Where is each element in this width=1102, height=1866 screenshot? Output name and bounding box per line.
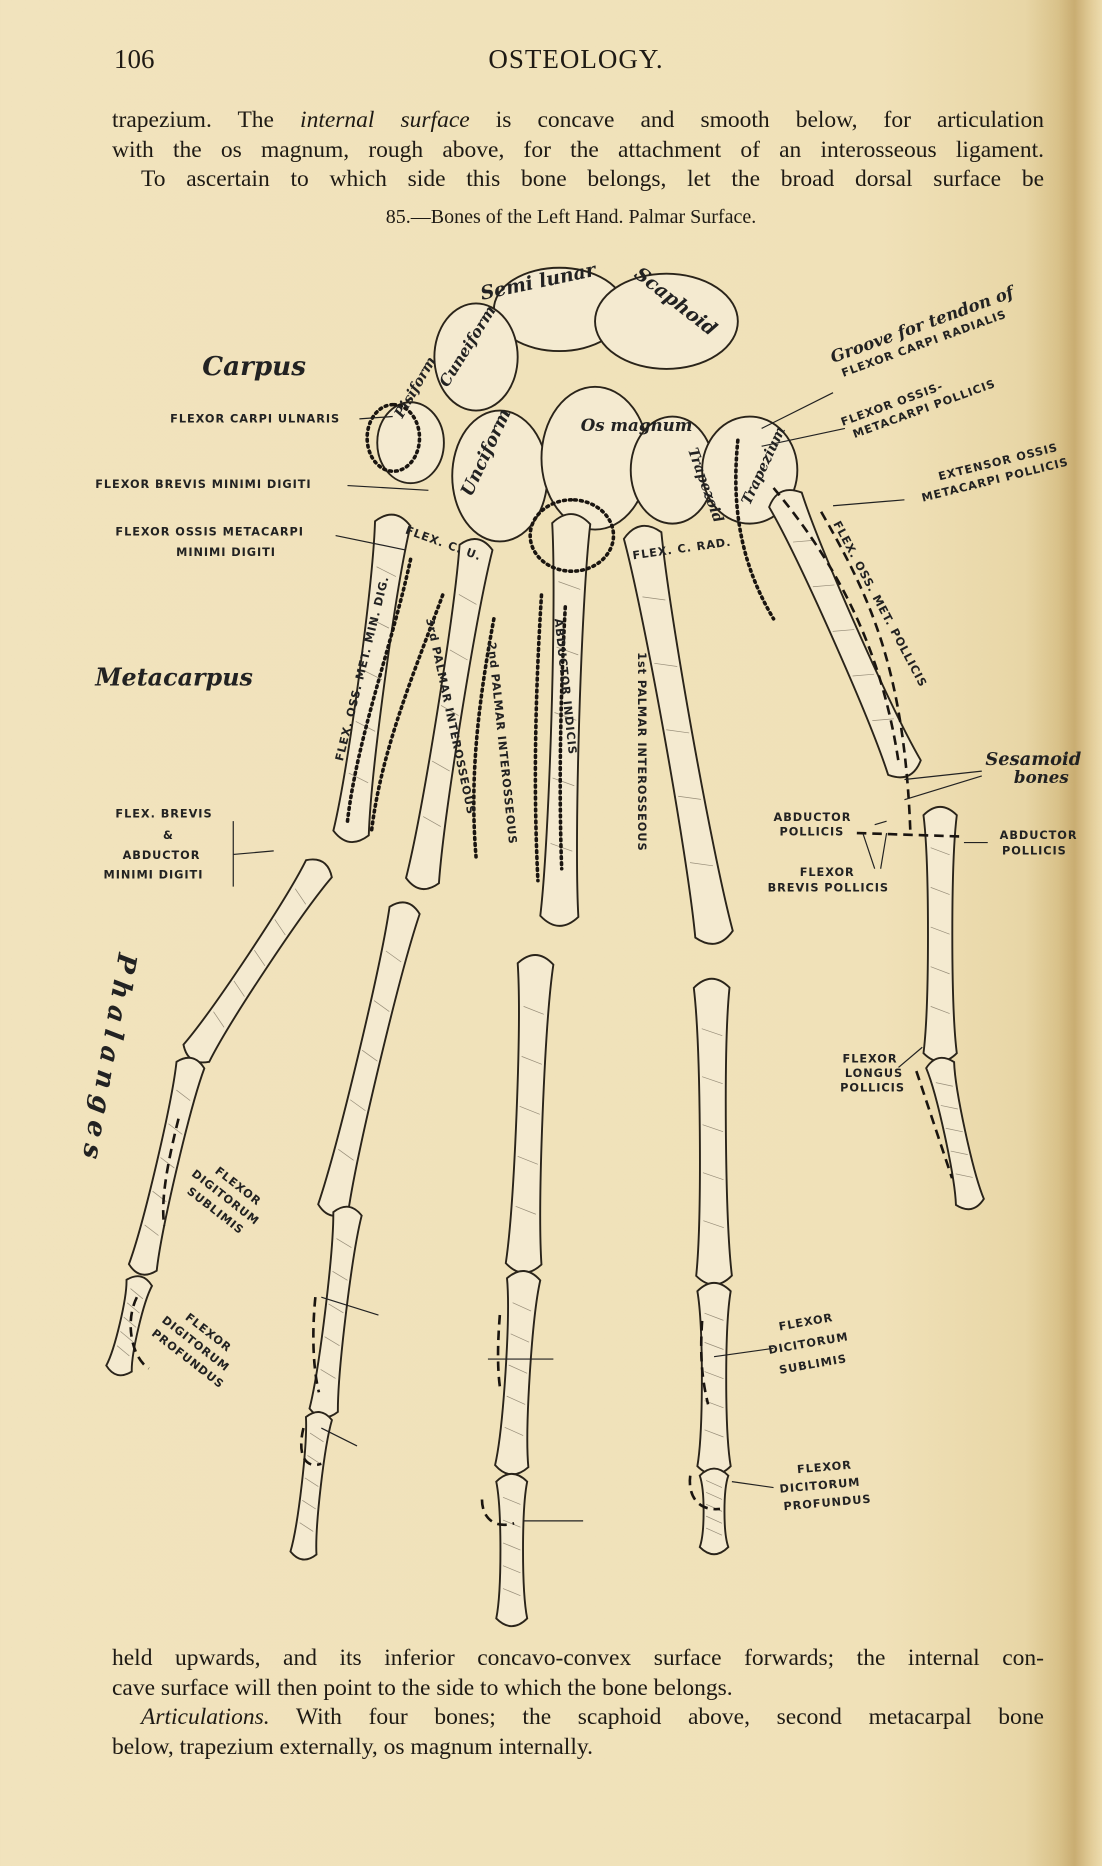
hand-bone: [404, 538, 494, 890]
label-flexor-brevis-pollicis: FLEXOR: [800, 866, 855, 879]
label-flexor-brevis-minimi-digiti: FLEXOR BREVIS MINIMI DIGITI: [95, 478, 311, 491]
label-abductor-pollicis: ABDUCTOR: [774, 811, 852, 824]
muscle-attachment-markings: [129, 402, 964, 1526]
label-line: DICITORUM: [779, 1476, 861, 1496]
pointer-lines: [232, 392, 988, 1522]
hand-bone: [127, 1056, 206, 1276]
label-groove-flexor-carpi-radialis: Groove for tendon of FLEXOR CARPI RADIAL…: [828, 281, 1019, 380]
label-line: FLEXOR: [796, 1459, 852, 1477]
hand-bone: [692, 977, 733, 1286]
label-line: PROFUNDUS: [783, 1493, 872, 1514]
label-flexor-ossis-metacarpi-pollicis: FLEXOR OSSIS- METACARPI POLLICIS: [839, 377, 997, 441]
label-extensor-ossis-metacarpi-pollicis: EXTENSOR OSSIS METACARPI POLLICIS: [920, 441, 1070, 505]
hand-bone: [495, 1472, 529, 1628]
carpal-bone: [376, 401, 445, 485]
label-abductor-pollicis-right-2: POLLICIS: [1002, 844, 1067, 857]
label-flexor-longus-pollicis-2: LONGUS: [845, 1067, 903, 1080]
label-flexor-digitorum-sublimis-right: FLEXOR DICITORUM SUBLIMIS: [767, 1311, 849, 1377]
body-text-line: cave surface will then point to the side…: [112, 1674, 733, 1701]
label-flexor-digitorum-profundus-left: FLEXOR DIGITORUM PROFUNDUS: [149, 1311, 234, 1392]
italic-term: internal surface: [300, 107, 470, 133]
hand-bone: [922, 805, 958, 1063]
sesamoid-label-2: bones: [1014, 767, 1069, 787]
label-abductor: ABDUCTOR: [123, 849, 201, 862]
label-minimi-digiti: MINIMI DIGITI: [176, 546, 276, 559]
body-text-line: held upwards, and its inferior concavo-c…: [112, 1645, 1044, 1671]
label-abductor-pollicis-2: POLLICIS: [779, 825, 844, 838]
hand-bone: [494, 1270, 542, 1476]
hand-bone: [768, 489, 922, 779]
label-line: FLEXOR: [778, 1311, 834, 1333]
body-text-line: with the os magnum, rough above, for the…: [112, 136, 1044, 163]
text: is concave and smooth below, for articul…: [469, 107, 1044, 133]
label-line: SUBLIMIS: [778, 1352, 848, 1377]
hand-bone: [622, 524, 734, 945]
hand-bone: [182, 858, 333, 1064]
hand-bone: [696, 1281, 732, 1476]
hand-bone: [308, 1205, 363, 1419]
body-text-line: Articulations. With four bones; the scap…: [112, 1703, 1044, 1733]
hand-bone: [289, 1411, 333, 1561]
hand-bone: [925, 1056, 985, 1211]
carpal-bone: [433, 302, 519, 412]
label-abductor-pollicis-right: ABDUCTOR: [1000, 829, 1078, 842]
hand-bone: [332, 513, 412, 843]
bones-group: [105, 266, 985, 1628]
label-flexor-longus-pollicis: FLEXOR: [843, 1053, 898, 1066]
metacarpus-heading: Metacarpus: [94, 663, 253, 691]
phalanges-heading: Phalanges: [75, 950, 143, 1169]
label-flexor-carpi-ulnaris: FLEXOR CARPI ULNARIS: [170, 412, 340, 425]
carpal-bone: [594, 272, 739, 370]
sesamoid-label: Sesamoid: [985, 749, 1081, 770]
hand-bone: [504, 954, 555, 1274]
body-text-line: trapezium. The internal surface is conca…: [112, 106, 1044, 136]
hand-bone: [698, 1467, 730, 1556]
os-magnum-label: Os magnum: [581, 415, 693, 435]
text: trapezium. The: [112, 107, 301, 133]
page-number: 106: [114, 44, 155, 74]
body-text-line: below, trapezium externally, os magnum i…: [112, 1733, 593, 1760]
label-flexor-digitorum-sublimis-left: FLEXOR DIGITORUM SUBLIMIS: [184, 1164, 263, 1237]
label-flexor-longus-pollicis-3: POLLICIS: [840, 1081, 905, 1094]
running-title: OSTEOLOGY.: [488, 44, 664, 74]
label-flexor-digitorum-profundus-right: FLEXOR DICITORUM PROFUNDUS: [779, 1459, 872, 1514]
italic-term: Articulations.: [141, 1704, 270, 1730]
figure-caption: 85.—Bones of the Left Hand. Palmar Surfa…: [385, 206, 757, 228]
label-1st-palmar-interosseous: 1st PALMAR INTEROSSEOUS: [635, 652, 648, 851]
label-ampersand: &: [163, 829, 174, 842]
body-text-line: To ascertain to which side this bone bel…: [141, 166, 1044, 192]
label-minimi-digiti-2: MINIMI DIGITI: [104, 868, 204, 881]
hand-bone: [105, 1275, 154, 1377]
label-2nd-palmar-interosseous: 2nd PALMAR INTEROSSEOUS: [485, 642, 519, 846]
label-flexor-brevis-pollicis-2: BREVIS POLLICIS: [768, 881, 889, 894]
hand-bone: [317, 901, 421, 1217]
label-flex-brevis: FLEX. BREVIS: [115, 808, 212, 821]
label-flexor-ossis-metacarpi: FLEXOR OSSIS METACARPI: [115, 526, 304, 539]
carpus-heading: Carpus: [202, 351, 306, 382]
text: With four bones; the scaphoid above, sec…: [269, 1704, 1044, 1730]
